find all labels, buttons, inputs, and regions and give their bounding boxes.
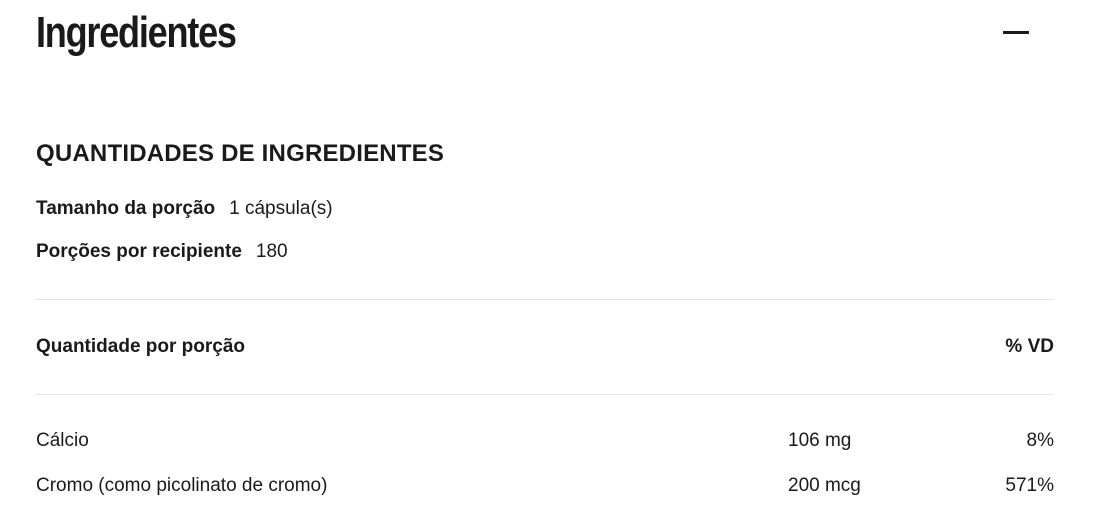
serving-size-row: Tamanho da porção 1 cápsula(s) — [36, 198, 333, 220]
serving-size-label: Tamanho da porção — [36, 198, 216, 219]
ingredient-amount: 200 mcg — [788, 475, 861, 496]
ingredient-name: Cromo (como picolinato de cromo) — [36, 475, 328, 496]
page-title: Ingredientes — [36, 8, 237, 57]
minus-icon — [1003, 31, 1029, 34]
serving-size-value: 1 cápsula(s) — [229, 198, 333, 219]
servings-per-container-value: 180 — [255, 241, 288, 262]
ingredient-name: Cálcio — [36, 430, 89, 451]
ingredient-daily-value: 571% — [1005, 475, 1054, 496]
accordion-header[interactable]: Ingredientes — [36, 0, 1054, 80]
servings-per-container-label: Porções por recipiente — [36, 241, 242, 262]
ingredient-amount: 106 mg — [788, 430, 852, 451]
divider — [36, 299, 1054, 300]
servings-per-container-row: Porções por recipiente 180 — [36, 241, 288, 263]
collapse-button[interactable] — [1002, 18, 1030, 46]
ingredient-daily-value: 8% — [1026, 430, 1054, 451]
divider — [36, 394, 1054, 395]
table-header: Quantidade por porção % VD — [36, 336, 1054, 358]
daily-value-header: % VD — [1005, 336, 1054, 357]
amount-per-serving-header: Quantidade por porção — [36, 336, 246, 357]
section-title: QUANTIDADES DE INGREDIENTES — [36, 140, 445, 167]
